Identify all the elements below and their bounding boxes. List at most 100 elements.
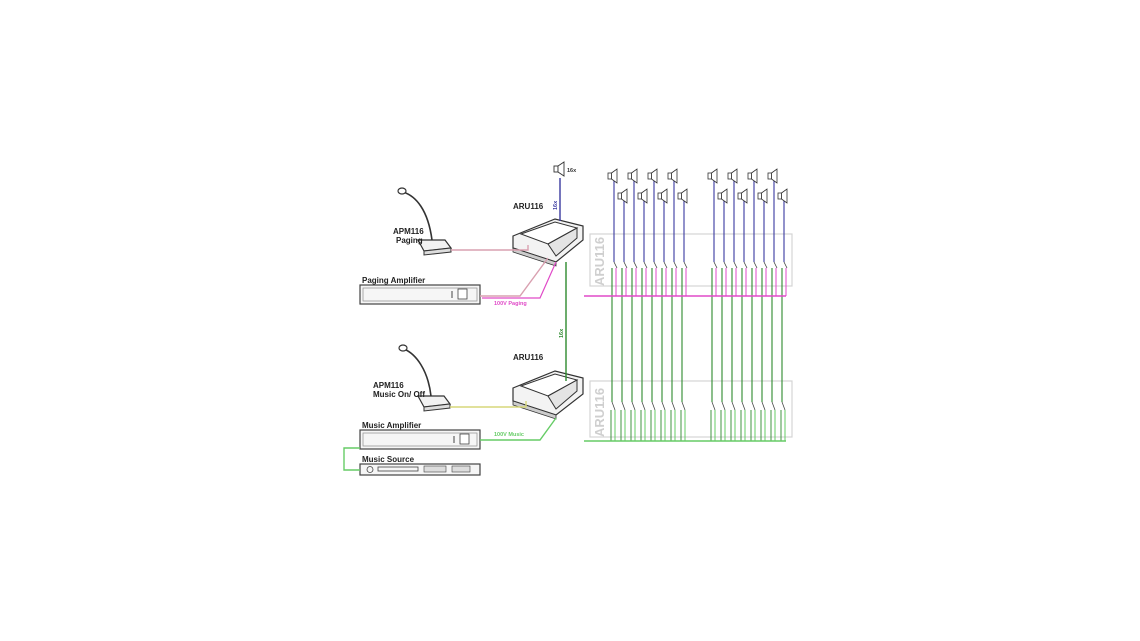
amplifier-icon	[359, 284, 481, 305]
relay-switch-bottom	[731, 401, 736, 411]
speaker-body	[737, 192, 742, 200]
paging-amp-label: Paging Amplifier	[362, 276, 425, 285]
relay-switch-bottom	[641, 401, 646, 411]
speaker-icon	[717, 188, 728, 204]
relay-switch-top	[733, 261, 738, 269]
relay-switch-top	[683, 261, 688, 269]
relay-unit-icon	[512, 370, 584, 420]
apm-paging-label-1: APM116	[393, 227, 424, 236]
relay-switch-top	[713, 261, 718, 269]
line-music-label: 100V Music	[494, 432, 524, 438]
speaker-icon	[757, 188, 768, 204]
speaker-cone	[741, 188, 748, 204]
rack-frame-top: ARU116	[589, 233, 793, 287]
relay-switch-top	[743, 261, 748, 269]
relay-switch-bottom	[721, 401, 726, 411]
speaker-icon	[657, 188, 668, 204]
music-source: Music Source	[359, 455, 481, 476]
speaker-cone	[711, 168, 718, 184]
speaker-cone	[681, 188, 688, 204]
paging-amp-wire	[480, 257, 549, 297]
relay-switch-bottom	[661, 401, 666, 411]
speaker-icon	[737, 188, 748, 204]
speaker-body	[707, 172, 712, 180]
speaker-cone	[631, 168, 638, 184]
speaker-icon	[647, 168, 658, 184]
speaker-cone	[621, 188, 628, 204]
speaker-icon	[667, 168, 678, 184]
speaker-body	[757, 192, 762, 200]
rack-bottom-label: ARU116	[592, 388, 607, 437]
speaker-cone	[771, 168, 778, 184]
speaker-array	[607, 168, 788, 204]
aru116-bottom-unit: ARU116	[512, 353, 584, 420]
speaker-body	[627, 172, 632, 180]
speaker-cone	[721, 188, 728, 204]
amplifier-icon	[359, 429, 481, 450]
aru116-top-unit: ARU116	[512, 202, 584, 267]
relay-switch-top	[783, 261, 788, 269]
speaker-cone	[731, 168, 738, 184]
speaker-cone	[781, 188, 788, 204]
speaker-icon	[777, 188, 788, 204]
vert-top-label: 16x	[553, 200, 559, 210]
speaker-icon	[747, 168, 758, 184]
speaker-body	[657, 192, 662, 200]
relay-switch-top	[653, 261, 658, 269]
speaker-cone	[761, 188, 768, 204]
apm-music-label-1: APM116	[373, 381, 404, 390]
microphone-icon	[397, 187, 453, 256]
speaker-cone	[751, 168, 758, 184]
speaker-cone	[671, 168, 678, 184]
relay-switch-top	[723, 261, 728, 269]
vert-mid-label: 16x	[559, 328, 565, 338]
relay-switch-top	[613, 261, 618, 269]
relay-switch-bottom	[781, 401, 786, 411]
speaker-icon	[617, 188, 628, 204]
music-source-label: Music Source	[362, 455, 415, 464]
apm-paging-label-2: Paging	[396, 236, 423, 245]
rack-top-label: ARU116	[592, 237, 607, 286]
speaker-body	[767, 172, 772, 180]
speaker-cone	[641, 188, 648, 204]
speaker-cone	[611, 168, 618, 184]
music-amp-label: Music Amplifier	[362, 421, 421, 430]
relay-switch-bottom	[651, 401, 656, 411]
apm-music-label-2: Music On/ Off	[373, 390, 425, 399]
paging-mic-wire	[451, 245, 529, 251]
speaker-body	[677, 192, 682, 200]
relay-switch-bottom	[741, 401, 746, 411]
speaker-icon	[727, 168, 738, 184]
speaker-icon	[767, 168, 778, 184]
source-to-amp-wire	[343, 447, 360, 471]
relay-switch-top	[773, 261, 778, 269]
relay-switch-top	[763, 261, 768, 269]
speaker-body	[607, 172, 612, 180]
apm116-paging: APM116 Paging	[393, 187, 453, 256]
relay-switch-bottom	[711, 401, 716, 411]
relay-switch-top	[643, 261, 648, 269]
speaker-body	[747, 172, 752, 180]
speaker-body	[647, 172, 652, 180]
speaker-count-label: 16x	[567, 168, 577, 174]
microphone-icon	[398, 344, 452, 412]
aru-bottom-label: ARU116	[513, 353, 544, 362]
relay-switch-bottom	[671, 401, 676, 411]
relay-switch-bottom	[771, 401, 776, 411]
line-paging-label: 100V Paging	[494, 301, 527, 307]
music-amplifier: Music Amplifier	[359, 421, 481, 450]
relay-switch-bottom	[631, 401, 636, 411]
apm116-music: APM116 Music On/ Off	[373, 344, 452, 412]
paging-100v-wire	[482, 261, 557, 299]
relay-switch-top	[663, 261, 668, 269]
speaker-icon	[707, 168, 718, 184]
relay-switch-top	[623, 261, 628, 269]
relay-switch-top	[753, 261, 758, 269]
relay-switch-top	[633, 261, 638, 269]
speaker-body	[717, 192, 722, 200]
zone-wiring-grid	[610, 180, 788, 441]
relay-switch-bottom	[681, 401, 686, 411]
speaker-body	[667, 172, 672, 180]
relay-switch-bottom	[761, 401, 766, 411]
speaker-icon	[607, 168, 618, 184]
